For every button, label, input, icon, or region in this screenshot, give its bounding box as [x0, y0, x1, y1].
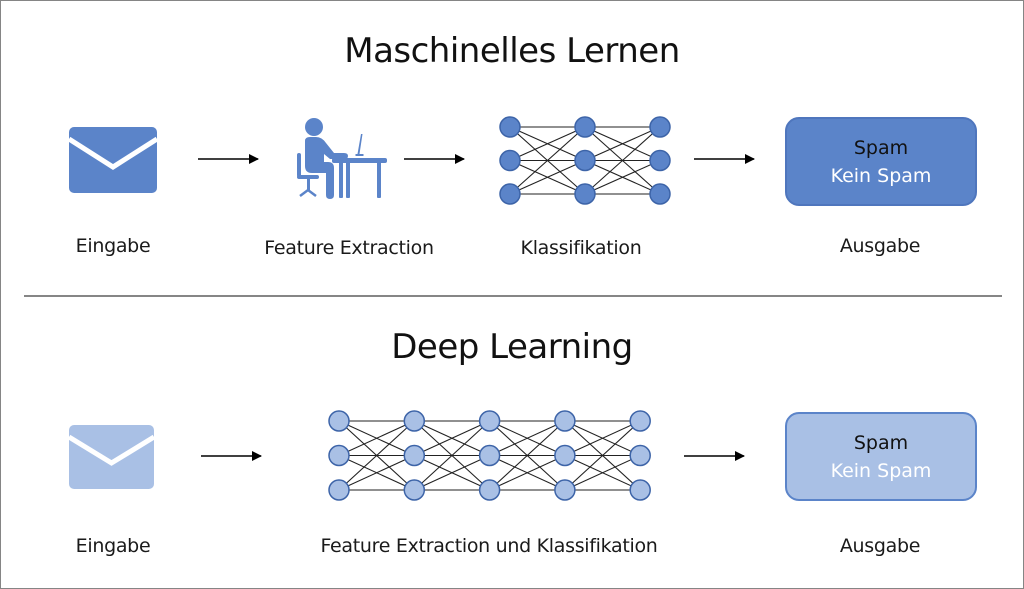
nn-edge — [584, 126, 661, 195]
nn-node — [649, 149, 671, 172]
output-spam: Spam — [853, 431, 909, 454]
nn-node — [629, 444, 651, 467]
section-divider — [24, 295, 1002, 297]
nn-edge — [509, 126, 586, 195]
nn-edge — [338, 454, 415, 491]
nn-node — [574, 116, 596, 138]
nn-node — [574, 149, 596, 172]
section-title-dl: Deep Learning — [391, 327, 633, 367]
nn-node — [574, 183, 596, 205]
output-box: Spam Kein Spam — [785, 412, 977, 501]
envelope-icon — [67, 425, 156, 489]
section-title-ml: Maschinelles Lernen — [344, 31, 680, 71]
step-label-output: Ausgabe — [839, 235, 921, 257]
nn-edge — [509, 159, 586, 195]
nn-edge — [584, 159, 661, 195]
nn-edge — [414, 420, 490, 457]
step-label-feature-extraction-classification: Feature Extraction und Klassifikation — [320, 535, 658, 557]
nn-edge — [509, 126, 586, 162]
nn-node — [499, 183, 521, 205]
neural-network-icon — [499, 116, 671, 205]
nn-node — [328, 479, 350, 501]
output-no-spam: Kein Spam — [830, 164, 932, 187]
step-label-output: Ausgabe — [839, 535, 921, 557]
nn-node — [328, 444, 350, 467]
nn-edge — [414, 454, 490, 491]
nn-edge — [338, 420, 415, 457]
nn-edge — [584, 126, 661, 162]
nn-edge — [564, 420, 641, 491]
nn-node — [403, 444, 426, 467]
nn-node — [478, 444, 501, 467]
nn-node — [649, 116, 671, 138]
nn-edge — [564, 420, 641, 457]
step-label-feature-extraction: Feature Extraction — [264, 237, 434, 259]
nn-edge — [564, 454, 641, 491]
nn-edge — [489, 454, 566, 491]
envelope-icon — [67, 127, 159, 193]
step-label-input: Eingabe — [75, 535, 151, 557]
nn-node — [649, 183, 671, 205]
step-label-classification: Klassifikation — [520, 237, 642, 259]
nn-edge — [489, 420, 566, 457]
output-box: Spam Kein Spam — [785, 117, 977, 206]
nn-edge — [413, 420, 490, 491]
nn-node — [554, 410, 576, 432]
nn-node — [629, 410, 651, 432]
nn-node — [554, 444, 576, 467]
nn-node — [629, 479, 651, 501]
nn-node — [499, 116, 521, 138]
nn-node — [478, 410, 501, 432]
output-no-spam: Kein Spam — [830, 459, 932, 482]
person-at-desk-icon — [297, 118, 387, 199]
nn-node — [499, 149, 521, 172]
nn-node — [478, 479, 501, 501]
step-label-input: Eingabe — [75, 235, 151, 257]
nn-node — [328, 410, 350, 432]
nn-node — [403, 479, 426, 501]
nn-edge — [338, 420, 415, 491]
output-spam: Spam — [853, 136, 909, 159]
neural-network-icon — [328, 410, 651, 501]
nn-edge — [489, 420, 566, 491]
nn-node — [554, 479, 576, 501]
nn-node — [403, 410, 426, 432]
